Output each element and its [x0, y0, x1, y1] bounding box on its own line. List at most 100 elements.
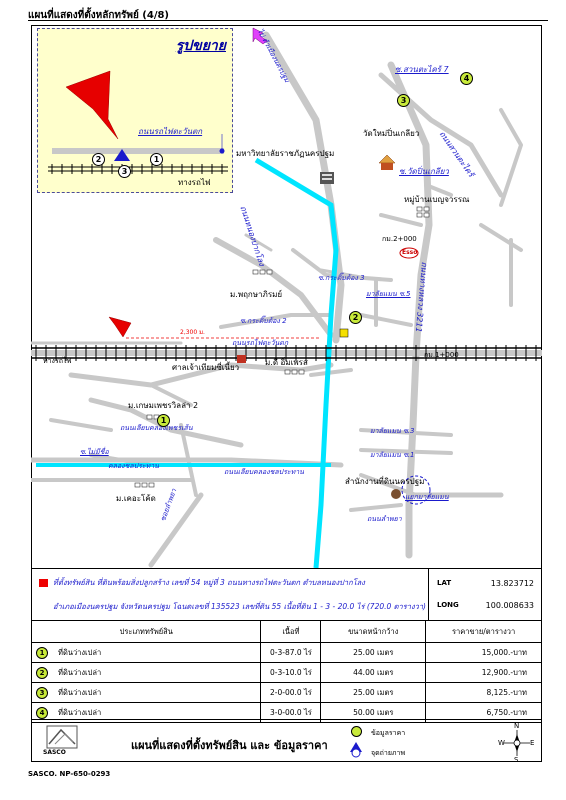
- legend-photo-icon: [350, 742, 362, 758]
- label-esso: Esso: [402, 249, 418, 256]
- label-km-2000: กม.2+000: [382, 235, 417, 243]
- sasco-logo: [46, 725, 78, 749]
- label-malaiman-1: มาลัยแมน ซ.1: [370, 451, 415, 459]
- label-land-office: สำนักงานที่ดินนครปฐม: [345, 477, 425, 486]
- row-area: 2-0-00.0 ไร่: [260, 682, 322, 703]
- label-m-dee: ม.ดี อิ่มเพรส: [265, 358, 308, 367]
- inset-road-label: ถนนรถไฟตะวันตก: [138, 127, 203, 136]
- row-type-cell: 1 ที่ดินว่างเปล่า: [30, 642, 262, 663]
- row-type-cell: 3 ที่ดินว่างเปล่า: [30, 682, 262, 703]
- label-shrine: ศาลเจ้าเทียมซี่เนี้ยว: [172, 363, 240, 372]
- lat-label: LAT: [437, 579, 452, 587]
- row-marker: 2: [36, 666, 48, 679]
- label-soi-tan-2: ซ.กระติ๊บต้อง 2: [240, 317, 287, 325]
- inset-marker-1: 1: [150, 153, 163, 166]
- long-label: LONG: [437, 601, 459, 609]
- subject-legend-icon: [39, 579, 48, 587]
- inset-marker-2: 2: [92, 153, 105, 166]
- temple-icon: [378, 154, 396, 164]
- property-info: ที่ตั้งทรัพย์สิน ที่ดินพร้อมสิ่งปลูกสร้า…: [31, 568, 542, 621]
- row-type-cell: 2 ที่ดินว่างเปล่า: [30, 662, 262, 683]
- label-soi-no-name: ซ.ไม่มีชื่อ: [80, 448, 109, 456]
- footer: SASCO แผนที่แสดงที่ตั้งทรัพย์สิน และ ข้อ…: [31, 719, 542, 764]
- row-area: 3-0-00.0 ไร่: [260, 702, 322, 723]
- lat-value: 13.823712: [490, 579, 534, 588]
- row-width: 25.00 เมตร: [320, 682, 427, 703]
- price-table: ประเภททรัพย์สิน เนื้อที่ ขนาดหน้ากว้าง ร…: [30, 620, 542, 723]
- inset-railway-label: ทางรถไฟ: [178, 178, 211, 187]
- col-width: ขนาดหน้ากว้าง: [320, 620, 427, 643]
- label-road-malaiman: ถนนลำพยา: [367, 515, 402, 523]
- col-area: เนื้อที่: [260, 620, 322, 643]
- land-office-icon: [391, 489, 401, 499]
- info-line-2: อำเภอเมืองนครปฐม จังหวัดนครปฐม โฉนดเลขที…: [53, 602, 426, 611]
- label-m-keson: ม.เกษมเพชรวิลล่า 2: [128, 401, 199, 410]
- row-type: ที่ดินว่างเปล่า: [58, 667, 102, 677]
- compass: N S W E: [498, 722, 536, 764]
- label-distance: 2,300 ม.: [180, 329, 205, 336]
- map-frame: [31, 25, 542, 762]
- compass-e: E: [530, 739, 535, 747]
- row-price: 12,900.-บาท: [425, 662, 542, 683]
- row-price: 15,000.-บาท: [425, 642, 542, 663]
- info-line-1: ที่ตั้งทรัพย์สิน ที่ดินพร้อมสิ่งปลูกสร้า…: [53, 578, 365, 587]
- row-area: 0-3-87.0 ไร่: [260, 642, 322, 663]
- footer-title: แผนที่แสดงที่ตั้งทรัพย์สิน และ ข้อมูลราค…: [131, 739, 328, 752]
- label-malaiman-junction: แยกมาลัยแมน: [405, 493, 449, 501]
- legend-price-label: ข้อมูลราคา: [371, 729, 406, 737]
- price-marker-3: 3: [397, 94, 410, 107]
- label-m-kate: ม.เคอะโค้ด: [116, 494, 156, 503]
- compass-w: W: [498, 739, 505, 747]
- col-type: ประเภททรัพย์สิน: [30, 620, 262, 643]
- label-soi-suan-tai7: ซ.สวนตะไคร้ 7: [395, 65, 449, 74]
- page-title: แผนที่แสดงที่ตั้งหลักทรัพย์ (4/8): [28, 10, 170, 21]
- shrine-icon: [237, 355, 246, 363]
- sign-icon: [339, 328, 349, 338]
- long-value: 100.008633: [485, 601, 534, 610]
- arrow-to-city: [252, 27, 268, 45]
- label-malaiman-5: มาลัยแมน ซ.5: [366, 290, 411, 298]
- label-temple-mai: วัดใหม่ปิ่นเกลียว: [363, 129, 420, 138]
- label-soi-tan-3: ซ.กระติ๊บต้อง 3: [318, 274, 365, 282]
- row-marker: 3: [36, 686, 48, 699]
- row-marker: 4: [36, 706, 48, 719]
- malaiman-junction: [401, 475, 431, 505]
- table-row: 3 ที่ดินว่างเปล่า 2-0-00.0 ไร่ 25.00 เมตร…: [30, 682, 542, 703]
- row-type: ที่ดินว่างเปล่า: [58, 647, 102, 657]
- inset-map: [48, 70, 228, 174]
- table-header-row: ประเภททรัพย์สิน เนื้อที่ ขนาดหน้ากว้าง ร…: [30, 620, 542, 643]
- col-price: ราคาขาย/ตารางวา: [425, 620, 542, 643]
- price-marker-2: 2: [349, 311, 362, 324]
- row-price: 6,750.-บาท: [425, 702, 542, 723]
- price-marker-1: 1: [157, 414, 170, 427]
- label-km-1000: กม.1+000: [424, 351, 459, 359]
- compass-rose-icon: [504, 730, 530, 756]
- inset-enlarged-view: รูปขยาย ถนนรถไฟตะวันตก ทางรถไฟ 2 3 1: [37, 28, 233, 193]
- subject-property-marker: [108, 316, 132, 338]
- canal-vertical: [254, 157, 339, 568]
- row-marker: 1: [36, 646, 48, 659]
- price-marker-4: 4: [460, 72, 473, 85]
- logo-text: SASCO: [43, 749, 66, 756]
- compass-n: N: [514, 722, 520, 730]
- label-malaiman-3: มาลัยแมน ซ.3: [370, 427, 415, 435]
- inset-marker-3: 3: [118, 165, 131, 178]
- row-price: 8,125.-บาท: [425, 682, 542, 703]
- row-width: 44.00 เมตร: [320, 662, 427, 683]
- label-m-phruksa: ม.พฤกษาภิรมย์: [230, 290, 283, 299]
- title-underline: [28, 20, 548, 21]
- inset-subject-marker: [65, 70, 119, 140]
- row-type: ที่ดินว่างเปล่า: [58, 687, 102, 697]
- legend-price-icon: [351, 726, 362, 737]
- label-soi-wat-pin: ซ.วัดปิ่นเกลียว: [399, 167, 449, 176]
- row-area: 0-3-10.0 ไร่: [260, 662, 322, 683]
- document-number: SASCO. NP-650-0293: [28, 770, 111, 778]
- inset-title: รูปขยาย: [175, 38, 226, 54]
- label-khlong: คลองชลประทาน: [108, 462, 159, 470]
- legend-photo-label: จุดถ่ายภาพ: [371, 749, 406, 757]
- coordinates-box: LAT 13.823712 LONG 100.008633: [428, 569, 542, 621]
- compass-s: S: [514, 756, 519, 764]
